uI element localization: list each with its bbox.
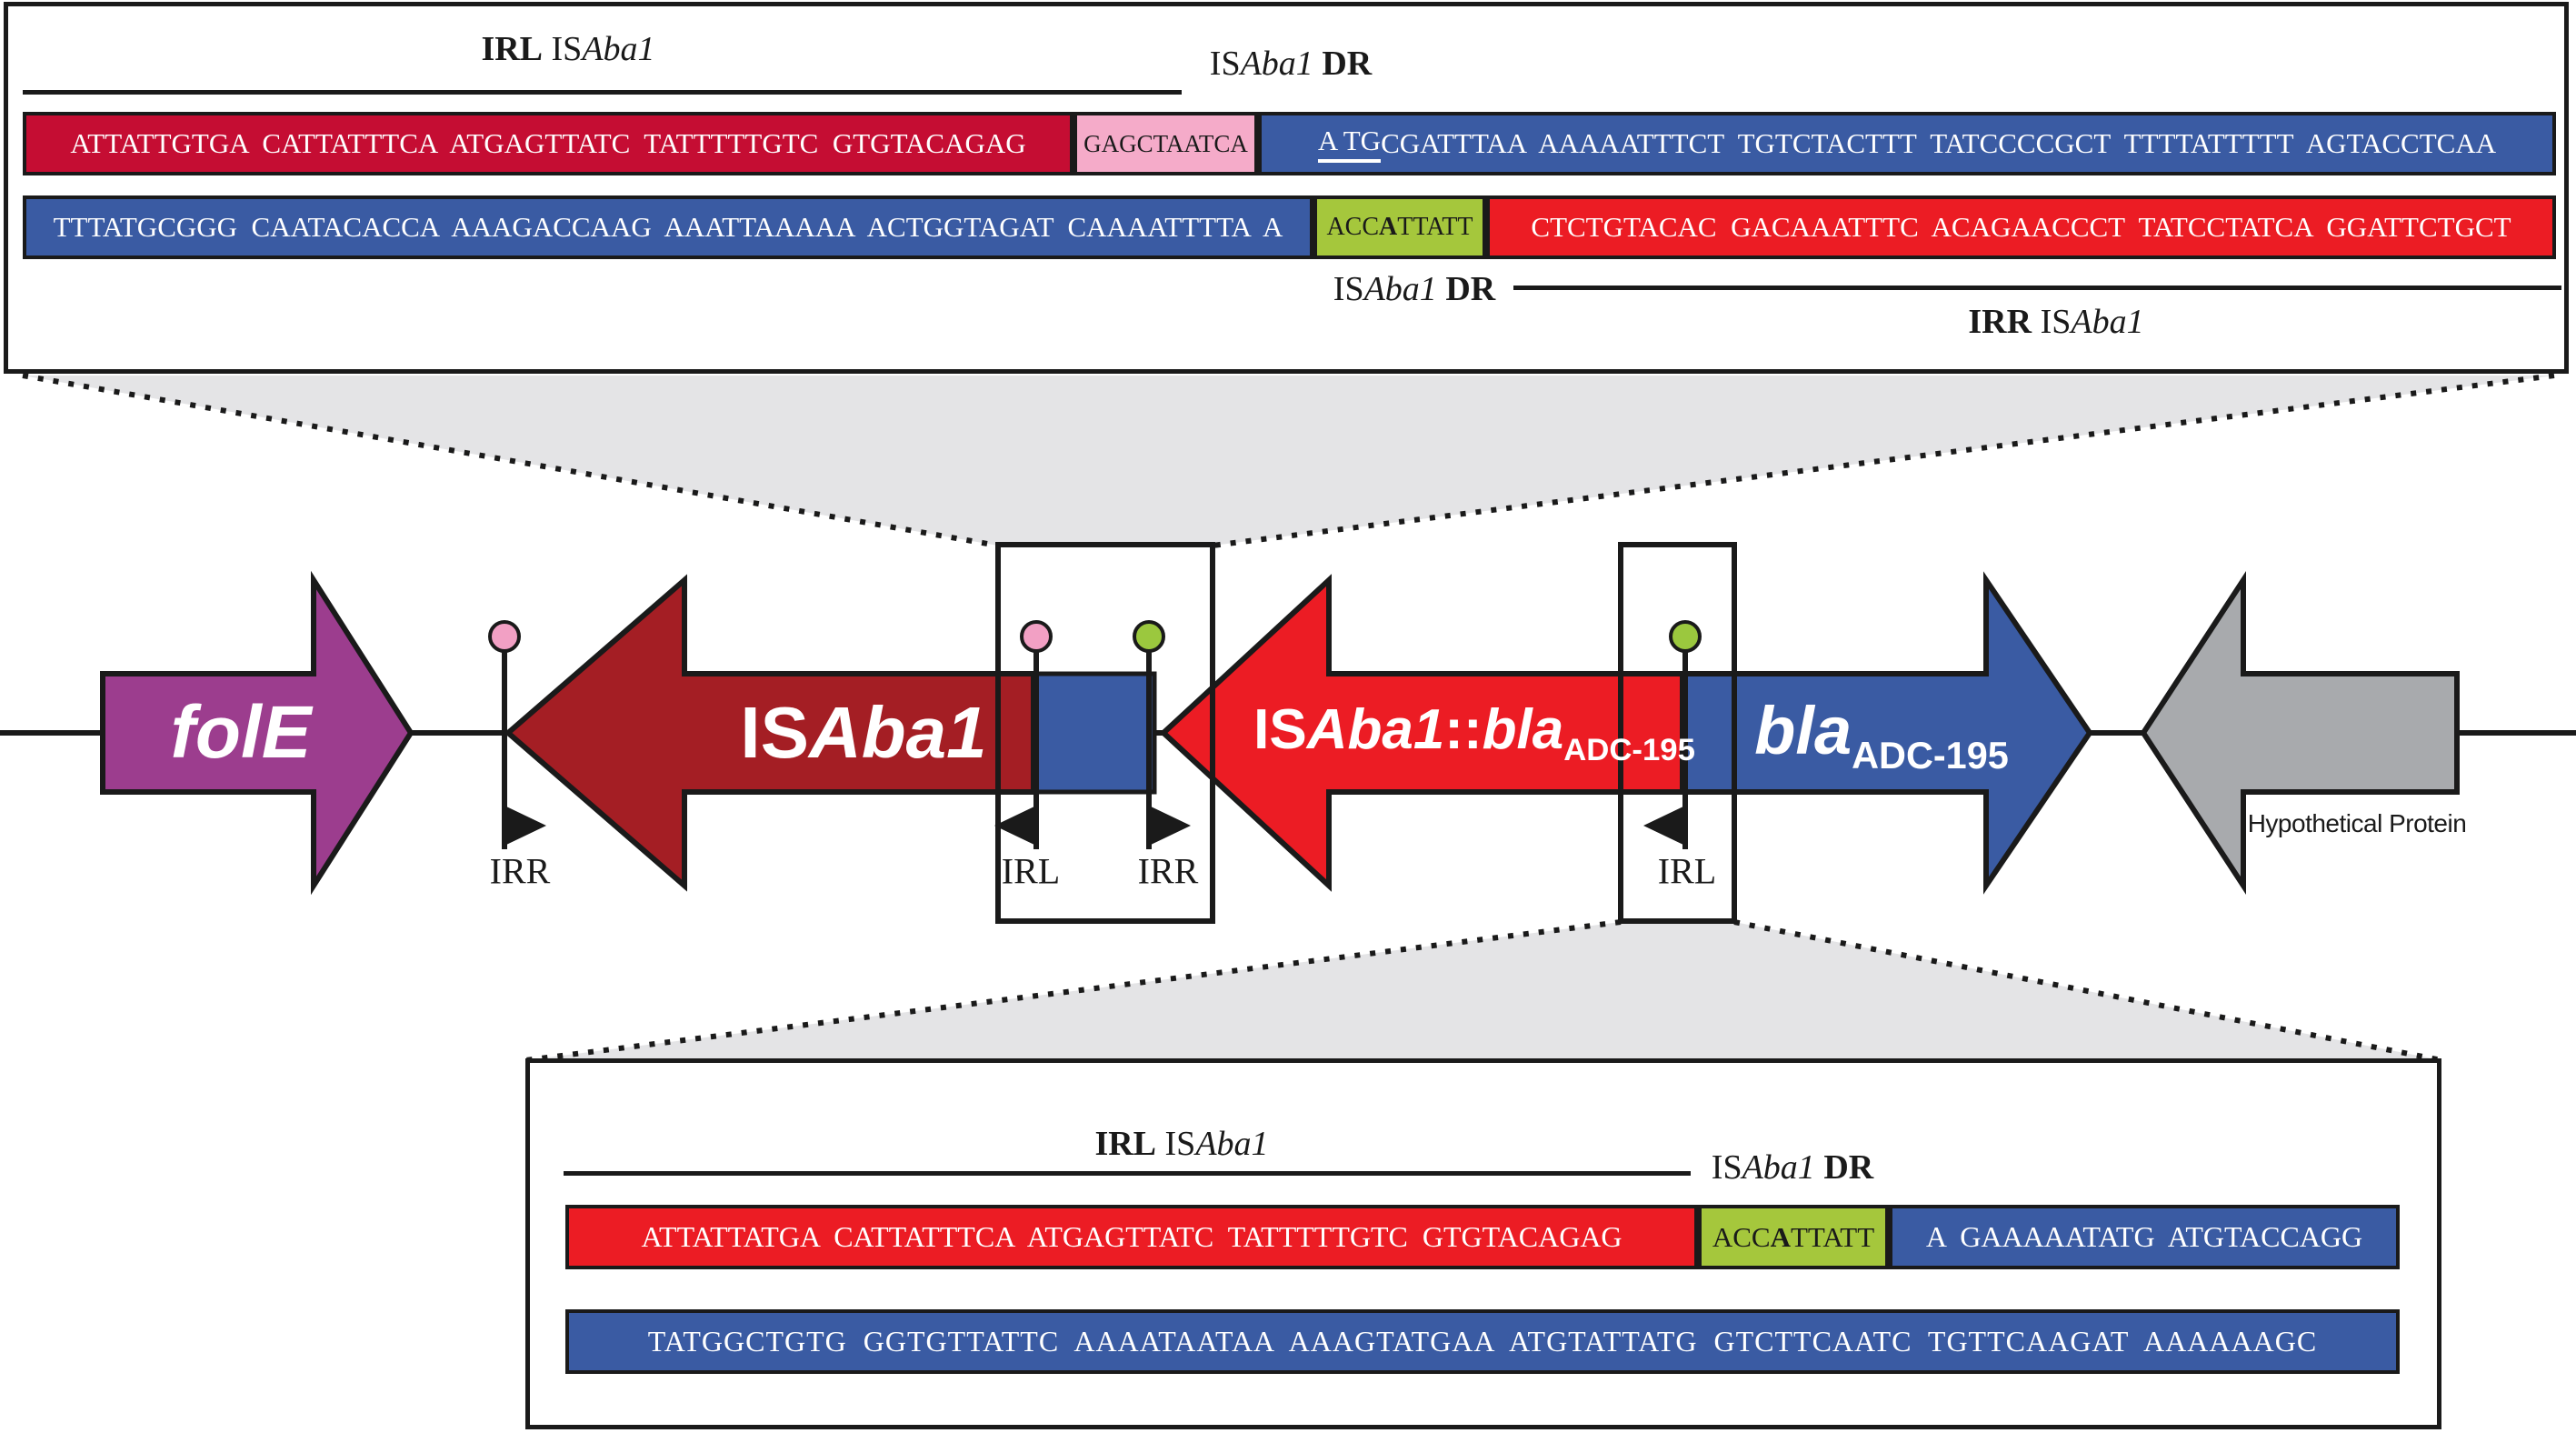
zoom-beam-top — [23, 376, 2554, 546]
seq-block-irl-red-bottom: ATTATTATGA CATTATTTCA ATGAGTTATC TATTTTT… — [565, 1205, 1698, 1269]
dotted-line-top-left — [22, 373, 999, 548]
folE-gene-label: folE — [170, 691, 312, 774]
lollipop-green-box2 — [1669, 620, 1702, 653]
dotted-line-bottom-right — [1733, 919, 2442, 1063]
folE-gene-arrow — [100, 570, 414, 896]
irr-mark-label-fole: IRR — [489, 850, 551, 892]
seq-block-blue-bottom-row1: A GAAAAATATG ATGTACCAGG — [1889, 1205, 2400, 1269]
seq-block-irr-red: CTCTGTACAC GACAAATTTC ACAGAACCCT TATCCTA… — [1486, 195, 2556, 259]
irr-isaba1-label-top: IRR ISAba1 — [1968, 303, 2144, 341]
isaba1-gene-label: ISAba1 — [740, 692, 987, 773]
isaba1-bla-gene-label: ISAba1::blaADC-195 — [1253, 697, 1695, 768]
lollipop-green-box1 — [1133, 620, 1165, 653]
irr-mark-label-box1: IRR — [1137, 850, 1199, 892]
isaba1-dr-label-top: ISAba1 DR — [1209, 45, 1373, 83]
seq-block-irl-red: ATTATTGTGA CATTATTTCA ATGAGTTATC TATTTTT… — [23, 112, 1073, 175]
irl-region-line-bottom — [564, 1171, 1691, 1176]
seq-block-blue-bottom-row2: TATGGCTGTG GGTGTTATTC AAAATAATAA AAAGTAT… — [565, 1309, 2400, 1374]
ir-flag-box2-irl — [1643, 806, 1685, 846]
hypothetical-protein-arrow — [2140, 570, 2460, 896]
lollipop-pink-box1 — [1020, 620, 1053, 653]
top-sequence-panel — [4, 2, 2569, 374]
irl-mark-label-box2: IRL — [1657, 850, 1717, 892]
bla-gene-label: blaADC-195 — [1754, 693, 2009, 777]
ir-flag-box1-irr — [1149, 806, 1191, 846]
irl-region-line-top — [23, 90, 1182, 95]
zoom-beam-bottom — [525, 922, 2441, 1060]
seq-block-dr-pink: GAGCTAATCA — [1073, 112, 1258, 175]
hypothetical-protein-label: Hypothetical Protein — [2247, 809, 2467, 837]
bla-spacer-segment — [1031, 671, 1157, 795]
lollipop-pink-fole — [488, 620, 521, 653]
isaba1-dr-label-bottom: ISAba1 DR — [1333, 270, 1496, 308]
zoom-box-left — [995, 542, 1215, 924]
zoom-box-right — [1618, 542, 1737, 924]
irl-isaba1-label-bottom-panel: IRL ISAba1 — [1094, 1125, 1269, 1163]
ir-flag-box1-irl — [994, 806, 1036, 846]
seq-block-blue-top-row2: TTTATGCGGG CAATACACCA AAAGACCAAG AAATTAA… — [23, 195, 1313, 259]
ir-flag-fole-irr — [504, 806, 546, 846]
irl-isaba1-label-top: IRL ISAba1 — [481, 30, 655, 68]
irr-region-line-top — [1513, 286, 2561, 290]
irl-mark-label-box1: IRL — [1001, 850, 1061, 892]
isaba1-dr-label-bottom-panel: ISAba1 DR — [1711, 1148, 1874, 1187]
